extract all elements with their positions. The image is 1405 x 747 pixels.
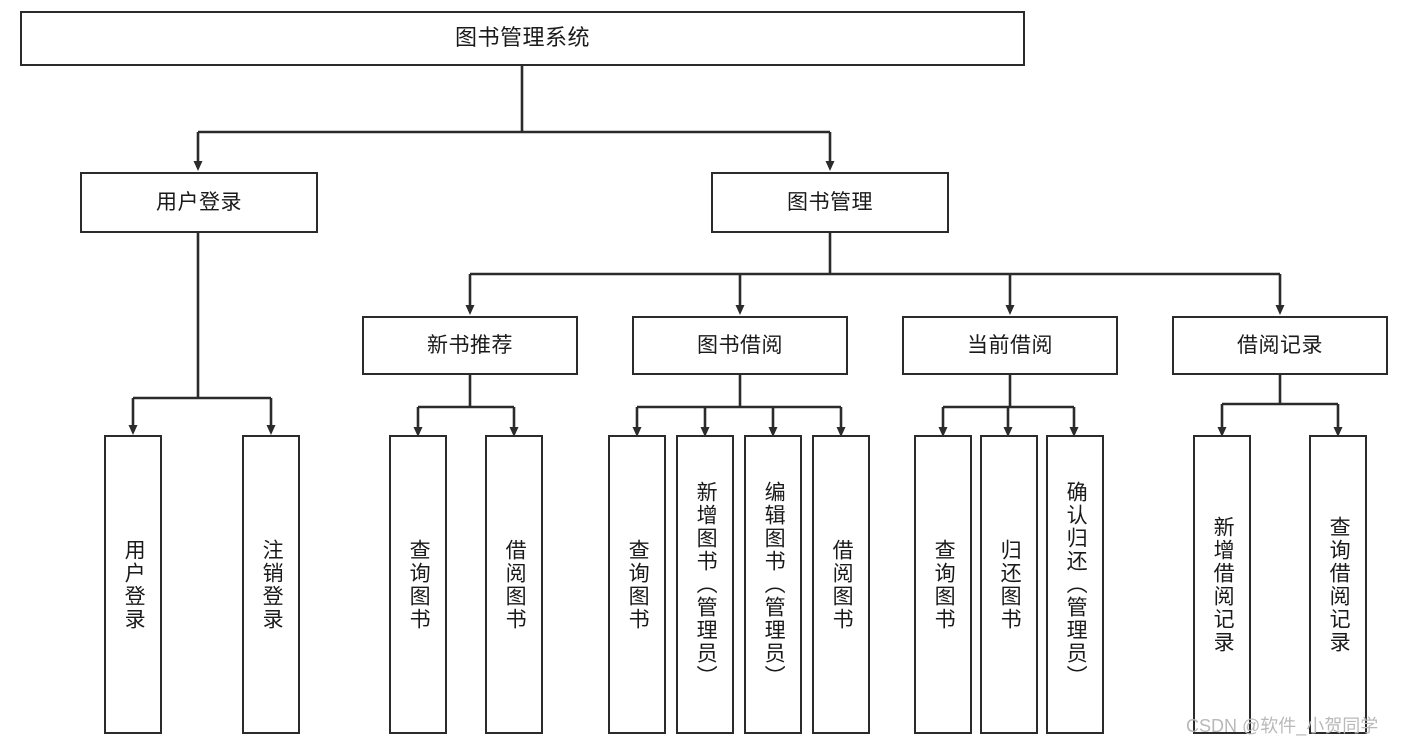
node-label: 查询借阅记录 — [1327, 515, 1351, 654]
node-root-book-management-system[interactable]: 图书管理系统 — [20, 11, 1025, 66]
leaf-book-borrow-edit-book-admin[interactable]: 编辑图书（管理员） — [744, 435, 802, 734]
node-borrow-record[interactable]: 借阅记录 — [1172, 316, 1388, 375]
watermark-text: CSDN @软件_小贺同学 — [1186, 716, 1379, 736]
node-label: 新书推荐 — [427, 333, 513, 357]
node-current-borrow[interactable]: 当前借阅 — [902, 316, 1118, 375]
node-label: 注销登录 — [260, 538, 284, 631]
node-label: 新增借阅记录 — [1211, 515, 1235, 654]
node-label: 借阅图书 — [830, 538, 854, 631]
node-label: 查询图书 — [932, 538, 956, 631]
leaf-book-borrow-add-book-admin[interactable]: 新增图书（管理员） — [676, 435, 734, 734]
node-label: 查询图书 — [407, 538, 431, 631]
node-label: 编辑图书（管理员） — [762, 481, 786, 688]
node-label: 当前借阅 — [967, 333, 1053, 357]
leaf-current-borrow-return-book[interactable]: 归还图书 — [980, 435, 1038, 734]
node-label: 图书借阅 — [697, 333, 783, 357]
leaf-new-book-borrow-book[interactable]: 借阅图书 — [485, 435, 543, 734]
node-label: 借阅图书 — [503, 538, 527, 631]
leaf-borrow-record-query-record[interactable]: 查询借阅记录 — [1309, 435, 1367, 734]
leaf-user-login-logout[interactable]: 注销登录 — [242, 435, 300, 734]
leaf-borrow-record-add-record[interactable]: 新增借阅记录 — [1193, 435, 1251, 734]
leaf-current-borrow-query-book[interactable]: 查询图书 — [914, 435, 972, 734]
node-label: 图书管理系统 — [454, 25, 590, 51]
leaf-new-book-query-book[interactable]: 查询图书 — [389, 435, 447, 734]
leaf-book-borrow-borrow-book[interactable]: 借阅图书 — [812, 435, 870, 734]
node-label: 确认归还（管理员） — [1064, 481, 1088, 688]
node-new-book-recommend[interactable]: 新书推荐 — [362, 316, 578, 375]
node-book-management[interactable]: 图书管理 — [711, 172, 949, 233]
node-label: 图书管理 — [787, 190, 873, 214]
node-label: 查询图书 — [626, 538, 650, 631]
node-label: 借阅记录 — [1237, 333, 1323, 357]
leaf-user-login-do-login[interactable]: 用户登录 — [104, 435, 162, 734]
leaf-book-borrow-query-book[interactable]: 查询图书 — [608, 435, 666, 734]
node-label: 用户登录 — [122, 538, 146, 631]
node-label: 新增图书（管理员） — [694, 481, 718, 688]
leaf-current-borrow-confirm-return-admin[interactable]: 确认归还（管理员） — [1046, 435, 1104, 734]
node-user-login[interactable]: 用户登录 — [80, 172, 318, 233]
node-label: 用户登录 — [156, 190, 242, 214]
node-book-borrow[interactable]: 图书借阅 — [632, 316, 848, 375]
node-label: 归还图书 — [998, 538, 1022, 631]
